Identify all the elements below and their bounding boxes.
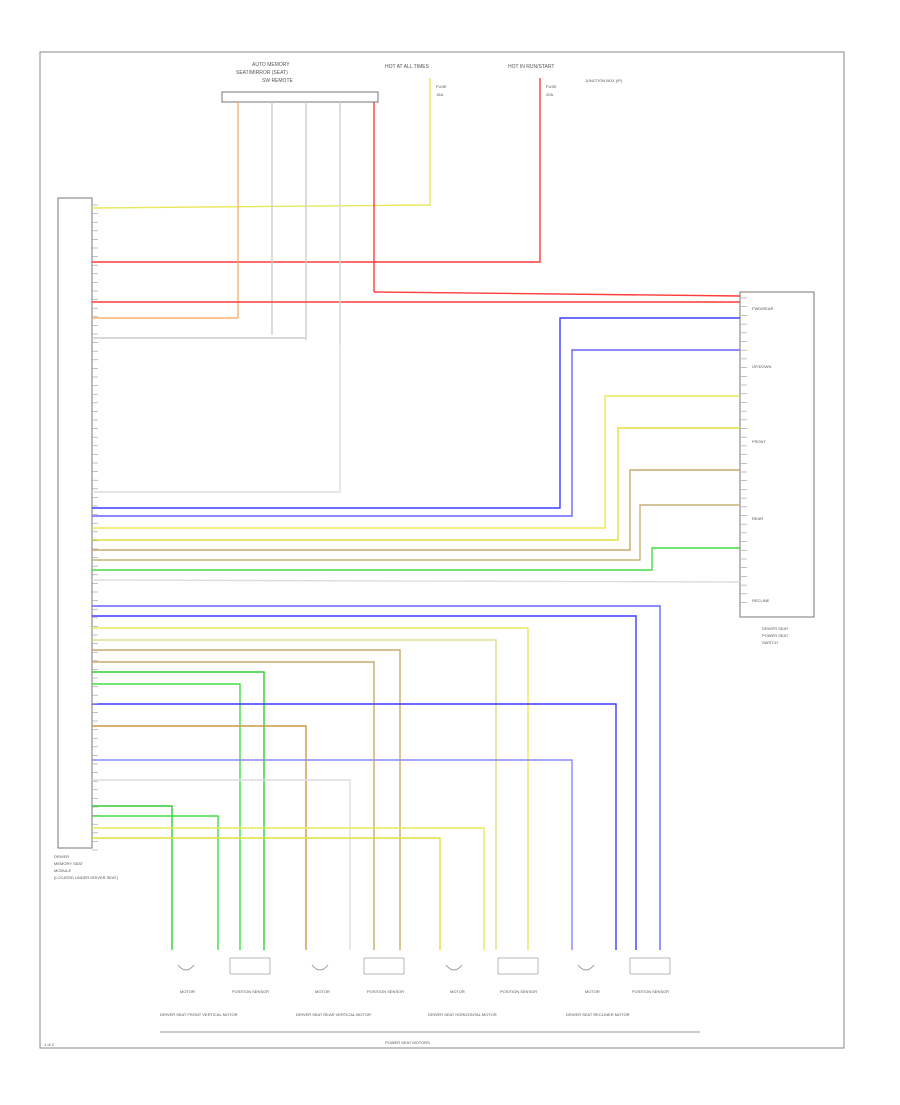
wire-module-motor: [92, 605, 661, 950]
wire-module-switch: [92, 349, 740, 517]
top-connector-label-2: SEAT/MIRROR (SEAT): [236, 70, 288, 76]
top-connector-label-3: SW REMOTE: [262, 78, 293, 84]
wire-module-switch: [92, 317, 740, 509]
wire-module-motor: [92, 627, 529, 950]
wire-module-switch: [92, 504, 740, 561]
motor-group: [177, 957, 671, 975]
seat-motor-4: [577, 957, 671, 975]
motor-3-title: DRIVER SEAT HORIZONTAL MOTOR: [428, 1012, 497, 1017]
motor-4-title: DRIVER SEAT RECLINER MOTOR: [566, 1012, 630, 1017]
wire-red-power: [92, 78, 541, 263]
wire-module-motor: [92, 759, 573, 950]
wire-module-motor: [92, 837, 441, 950]
switch-section-recline: RECLINE: [752, 598, 770, 603]
power-seat-switch: [739, 291, 815, 618]
wire-module-motor: [92, 805, 173, 950]
motor-1-motor-label: MOTOR: [180, 989, 195, 994]
wire-module-motor: [92, 683, 241, 950]
wire-yellow-power: [91, 78, 431, 209]
diagram-border: [39, 51, 845, 1049]
switch-section-fwd: FWD/REAR: [752, 306, 773, 311]
motor-4-sensor-label: POSITION SENSOR: [632, 989, 669, 994]
wire-module-motor: [92, 649, 401, 950]
wire-module-motor: [92, 661, 375, 950]
wire-module-motor: [92, 779, 351, 950]
wire-module-motor: [92, 815, 219, 950]
module-label-4: (LOCATED UNDER DRIVER SEAT): [54, 875, 119, 880]
wire-module-motor: [92, 671, 265, 950]
wire-module-motor: [92, 725, 307, 950]
top-connector-label: AUTO MEMORY: [252, 62, 290, 68]
seat-motor-2: [311, 957, 405, 975]
top-connector: [221, 91, 379, 103]
module-label-2: MEMORY SEAT: [54, 861, 84, 866]
pin-group: [92, 204, 747, 851]
wire-module-motor: [92, 827, 485, 950]
motor-4-motor-label: MOTOR: [585, 989, 600, 994]
junction-box-label: JUNCTION BOX (IP): [585, 78, 623, 83]
switch-section-updown: UP/DOWN: [752, 364, 771, 369]
seat-motor-3: [445, 957, 539, 975]
switch-label-3: SWITCH: [762, 640, 778, 645]
motor-2-sensor-label: POSITION SENSOR: [367, 989, 404, 994]
motor-1-sensor-label: POSITION SENSOR: [232, 989, 269, 994]
wire-module-motor: [92, 615, 637, 950]
switch-section-rear: REAR: [752, 516, 763, 521]
hot-in-run-label: HOT IN RUN/START: [508, 64, 554, 70]
module-label-1: DRIVER: [54, 854, 69, 859]
switch-label-2: POWER SEAT: [762, 633, 789, 638]
hot-at-all-times-label: HOT AT ALL TIMES: [385, 64, 430, 70]
switch-label-1: DRIVER SEAT: [762, 626, 789, 631]
fuse-b-rating: 20A: [546, 92, 553, 97]
wire-red-to-switch: [373, 291, 741, 297]
motor-3-sensor-label: POSITION SENSOR: [500, 989, 537, 994]
wire-module-switch: [92, 427, 740, 541]
wire-group: [91, 78, 741, 950]
fuse-b-label: FUSE: [546, 84, 557, 89]
motor-3-motor-label: MOTOR: [450, 989, 465, 994]
memory-seat-module: [57, 197, 93, 849]
motor-2-motor-label: MOTOR: [315, 989, 330, 994]
wire-module-switch: [92, 395, 740, 529]
wire-module-motor: [92, 639, 497, 950]
footer-caption: POWER SEAT MOTORS: [385, 1040, 430, 1045]
wire-module-motor: [92, 703, 617, 950]
wire-module-switch: [92, 469, 740, 551]
motor-2-title: DRIVER SEAT REAR VERTICAL MOTOR: [296, 1012, 371, 1017]
fuse-a-label: FUSE: [436, 84, 447, 89]
fuse-a-rating: 15A: [436, 92, 443, 97]
page-ref: 1 of 2: [44, 1042, 55, 1047]
switch-section-front: FRONT: [752, 439, 766, 444]
module-label-3: MODULE: [54, 868, 71, 873]
motor-1-title: DRIVER SEAT FRONT VERTICAL MOTOR: [160, 1012, 238, 1017]
wire-gray-long: [92, 110, 341, 493]
wire-module-switch: [92, 547, 740, 571]
seat-motor-1: [177, 957, 271, 975]
wire-module-switch: [91, 579, 741, 583]
